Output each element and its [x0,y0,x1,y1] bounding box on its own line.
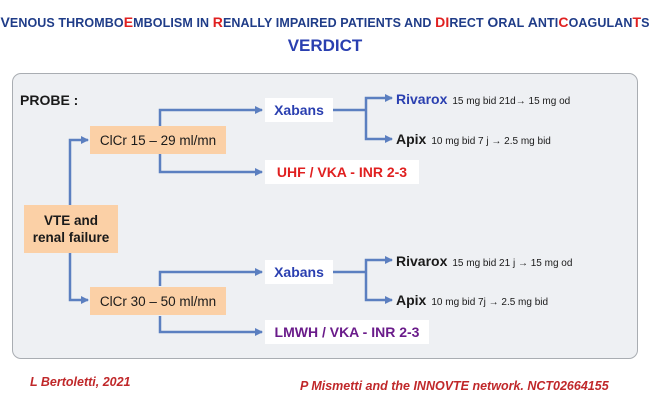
footer-reference: P Mismetti and the INNOVTE network. NCT0… [300,379,609,393]
title-segment: V [0,14,10,30]
title-segment: S [641,16,650,30]
top-apix-leaf: Apix 10 mg bid 7 j → 2.5 mg bid [396,131,551,147]
bottom-apix-leaf: Apix 10 mg bid 7j → 2.5 mg bid [396,292,548,308]
top-alt-label: UHF / VKA - INR 2-3 [276,164,408,180]
bottom-alt-label: LMWH / VKA - INR 2-3 [274,324,420,340]
footer-author: L Bertoletti, 2021 [30,375,131,389]
branch-top-label: ClCr 15 – 29 ml/mn [99,132,217,148]
top-apix-dose: 10 mg bid 7 j → 2.5 mg bid [431,136,551,147]
top-xabans-label: Xabans [274,102,324,118]
title-segment: C [558,14,569,30]
root-node-vte-renal-failure: VTE and renal failure [24,205,118,253]
title-segment: ENALLY IMPAIRED PATIENTS AND [222,16,436,30]
title-segment: RECT [449,16,488,30]
bottom-apix-dose: 10 mg bid 7j → 2.5 mg bid [431,297,549,308]
branch-bottom-label: ClCr 30 – 50 ml/mn [99,293,217,309]
connector-top-rivarox [364,94,393,110]
title-segment: DI [435,14,450,30]
title-segment: NTI [537,16,559,30]
title-segment: O [487,14,499,30]
probe-label: PROBE : [20,92,79,108]
bottom-rivarox-dose: 15 mg bid 21 j → 15 mg od [452,258,573,269]
root-line-1: VTE and [43,213,98,228]
top-rivarox-dose: 15 mg bid 21d→ 15 mg od [452,96,571,107]
connector-bottom-rivarox [364,256,393,272]
root-line-2: renal failure [32,230,110,245]
connector-root-top [68,136,89,207]
connector-bottom-lmwh [158,316,263,336]
connector-top-uhf [158,154,263,176]
bottom-rivarox-name: Rivarox [396,253,448,269]
branch-node-clcr-30-50: ClCr 30 – 50 ml/mn [90,287,226,315]
diagram-subtitle: VERDICT [287,36,363,55]
connector-bottom-xabans [158,268,263,286]
branch-node-clcr-15-29: ClCr 15 – 29 ml/mn [90,126,226,154]
title-segment: MBOLISM IN [133,16,213,30]
connector-top-apix [364,110,393,143]
top-apix-name: Apix [396,131,427,147]
title-segment: R [212,14,223,30]
top-rivarox-leaf: Rivarox 15 mg bid 21d→ 15 mg od [396,91,570,107]
diagram-title: VENOUS THROMBOEMBOLISM IN RENALLY IMPAIR… [0,14,650,30]
bottom-xabans-node: Xabans [265,260,333,284]
top-xabans-node: Xabans [265,98,333,122]
title-segment: E [123,14,134,30]
title-segment: ENOUS THROMBO [9,16,124,30]
connector-top-xabans [158,106,263,126]
title-segment: T [632,14,642,30]
bottom-apix-name: Apix [396,292,427,308]
title-segment: OAGULAN [568,16,633,30]
bottom-xabans-label: Xabans [274,264,324,280]
title-segment: RAL [498,16,528,30]
top-alt-node-uhf-vka: UHF / VKA - INR 2-3 [265,160,419,184]
title-segment: A [527,14,538,30]
connector-bottom-apix [364,272,393,304]
connector-root-bottom [68,250,89,304]
top-rivarox-name: Rivarox [396,91,448,107]
bottom-alt-node-lmwh-vka: LMWH / VKA - INR 2-3 [265,320,429,344]
bottom-rivarox-leaf: Rivarox 15 mg bid 21 j → 15 mg od [396,253,572,269]
